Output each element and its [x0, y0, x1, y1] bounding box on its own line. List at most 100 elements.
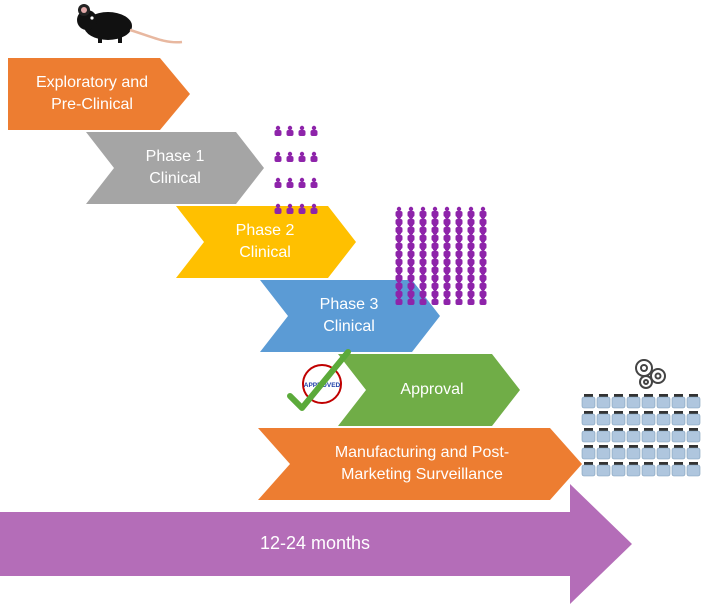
person-icon [431, 246, 439, 257]
stage-phase2-line2: Clinical [239, 244, 291, 261]
person-icon [443, 286, 451, 297]
stage-manufacturing-line2: Marketing Surveillance [341, 466, 503, 483]
stage-phase1-line2: Clinical [149, 170, 201, 187]
person-icon [419, 246, 427, 257]
bottle-icon [581, 462, 596, 477]
bottle-icon [596, 411, 611, 426]
bottle-icon [686, 411, 701, 426]
person-icon [455, 206, 463, 217]
bottle-icon [626, 462, 641, 477]
person-icon [479, 222, 487, 233]
person-icon [419, 270, 427, 281]
person-icon [479, 262, 487, 273]
person-icon [395, 294, 403, 305]
bottle-icon [611, 411, 626, 426]
person-icon [395, 222, 403, 233]
bottle-icon [581, 394, 596, 409]
person-icon [419, 214, 427, 225]
person-icon [455, 294, 463, 305]
person-icon [479, 206, 487, 217]
bottle-icon [641, 394, 656, 409]
person-icon [431, 238, 439, 249]
bottle-icon [671, 411, 686, 426]
person-icon [274, 177, 282, 188]
bottles-grid [581, 394, 701, 477]
person-icon [419, 286, 427, 297]
bottle-icon [626, 394, 641, 409]
person-icon [479, 278, 487, 289]
person-icon [419, 238, 427, 249]
bottle-icon [611, 445, 626, 460]
bottle-icon [671, 462, 686, 477]
bottle-icon [641, 428, 656, 443]
person-icon [467, 286, 475, 297]
person-icon [479, 238, 487, 249]
bottle-icon [656, 394, 671, 409]
bottle-icon [656, 428, 671, 443]
bottle-icon [656, 462, 671, 477]
person-icon [431, 294, 439, 305]
stage-manufacturing-arrow [258, 428, 582, 500]
person-icon [443, 270, 451, 281]
person-icon [419, 294, 427, 305]
stage-manufacturing-line1: Manufacturing and Post- [334, 444, 510, 461]
person-icon [455, 262, 463, 273]
stage-approval-arrow [338, 354, 520, 426]
person-icon [419, 206, 427, 217]
person-icon [419, 222, 427, 233]
phase2-3-participants-grid [395, 206, 487, 305]
bottle-icon [686, 462, 701, 477]
person-icon [467, 262, 475, 273]
person-icon [407, 262, 415, 273]
stage-exploratory-arrow [8, 58, 190, 130]
bottle-icon [686, 394, 701, 409]
bottle-icon [596, 462, 611, 477]
person-icon [479, 286, 487, 297]
person-icon [419, 230, 427, 241]
person-icon [310, 151, 318, 162]
person-icon [467, 270, 475, 281]
person-icon [407, 246, 415, 257]
gears-icon [635, 359, 666, 389]
bottle-icon [641, 462, 656, 477]
person-icon [395, 246, 403, 257]
person-icon [467, 214, 475, 225]
stage-phase2-label: Phase 2 Clinical [200, 220, 330, 264]
person-icon [443, 214, 451, 225]
bottle-icon [611, 428, 626, 443]
person-icon [298, 151, 306, 162]
person-icon [431, 206, 439, 217]
person-icon [407, 230, 415, 241]
timeline-arrow [0, 484, 632, 604]
check-mark-icon [287, 349, 351, 411]
person-icon [431, 270, 439, 281]
person-icon [431, 262, 439, 273]
person-icon [455, 214, 463, 225]
person-icon [274, 151, 282, 162]
stage-exploratory-line1: Exploratory and [35, 74, 149, 91]
person-icon [467, 222, 475, 233]
person-icon [395, 214, 403, 225]
person-icon [395, 206, 403, 217]
person-icon [298, 177, 306, 188]
person-icon [443, 222, 451, 233]
person-icon [286, 203, 294, 214]
person-icon [407, 278, 415, 289]
person-icon [274, 125, 282, 136]
bottle-icon [626, 411, 641, 426]
person-icon [298, 125, 306, 136]
bottle-icon [581, 411, 596, 426]
stage-approval-line1: Approval [400, 381, 464, 398]
bottle-icon [626, 445, 641, 460]
person-icon [443, 206, 451, 217]
person-icon [443, 294, 451, 305]
bottle-icon [656, 411, 671, 426]
bottle-icon [671, 428, 686, 443]
bottle-icon [611, 462, 626, 477]
person-icon [286, 177, 294, 188]
person-icon [395, 238, 403, 249]
person-icon [407, 286, 415, 297]
phase1-participants-grid [274, 125, 318, 214]
